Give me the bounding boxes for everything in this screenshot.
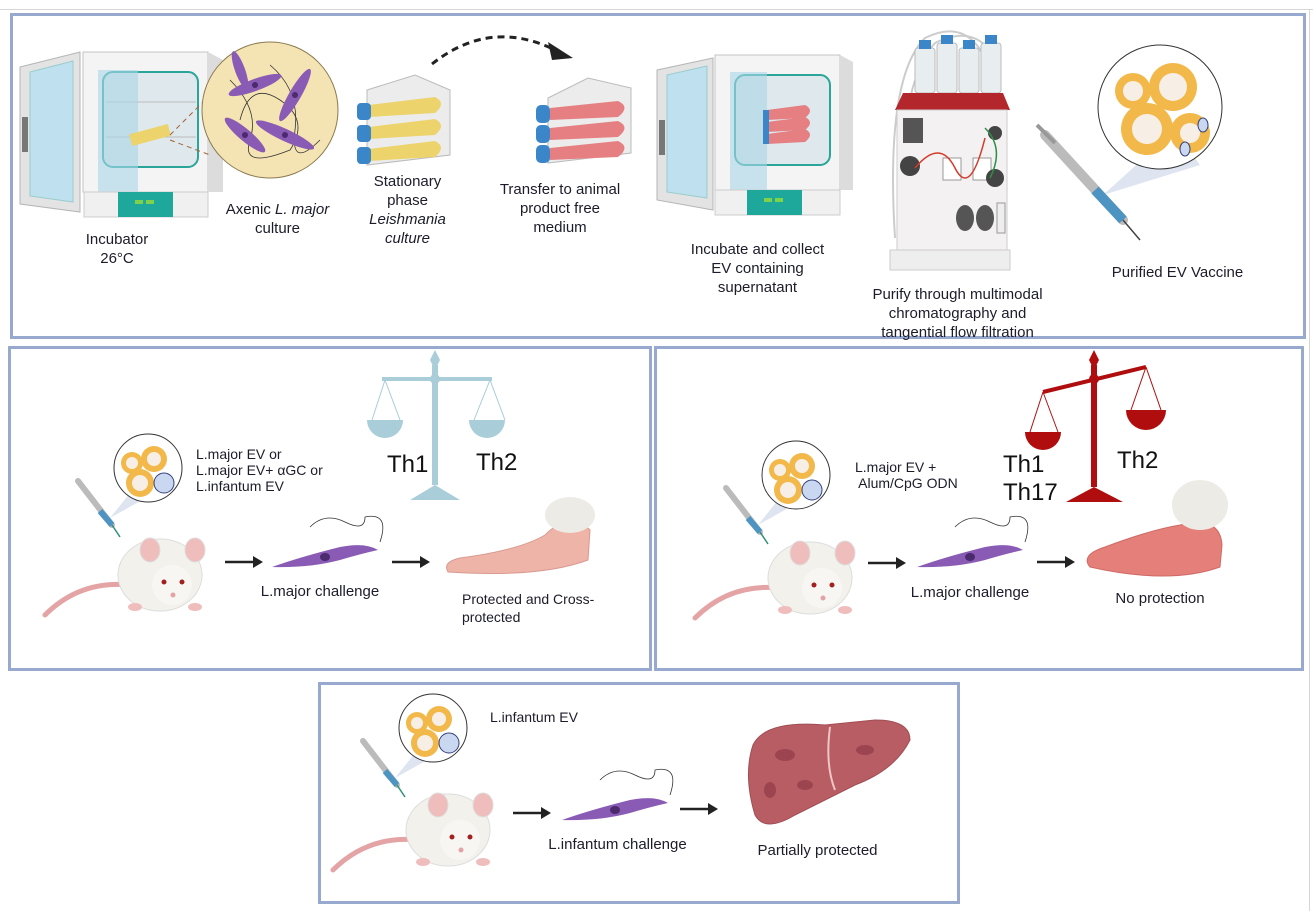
mouse-icon xyxy=(692,540,856,621)
swollen-paw-icon xyxy=(1086,480,1228,577)
th2-label: Th2 xyxy=(1117,447,1159,474)
left-challenge-label: L.major challenge xyxy=(260,583,380,600)
right-challenge-label: L.major challenge xyxy=(910,584,1030,601)
vaccine-label: Purified EV Vaccine xyxy=(1111,264,1244,281)
mouse-icon xyxy=(330,792,494,873)
th1-label: Th1 xyxy=(387,451,429,478)
right-outcome-label: No protection xyxy=(1115,590,1205,607)
stationary-flasks-icon xyxy=(357,74,451,166)
lmajor-culture-magnified-icon xyxy=(169,41,339,179)
incubator-with-flasks-icon xyxy=(656,54,853,216)
top-divider xyxy=(0,9,1313,10)
lmajor-ev-panel xyxy=(8,346,652,671)
parasite-icon xyxy=(917,515,1029,568)
arrow-right-icon xyxy=(868,557,906,569)
red-flasks-icon xyxy=(536,77,632,164)
right-vaccine-label: L.major EV + Alum/CpG ODN xyxy=(855,459,958,491)
incubator-icon xyxy=(19,51,223,218)
ev-vaccine-syringe-icon xyxy=(1035,44,1223,241)
right-divider xyxy=(1309,9,1310,911)
bottom-challenge-label: L.infantum challenge xyxy=(548,836,687,853)
arrow-right-icon xyxy=(1037,556,1075,568)
healthy-paw-icon xyxy=(446,497,595,574)
liver-icon xyxy=(747,719,911,825)
th2-label: Th2 xyxy=(476,449,518,476)
parasite-icon xyxy=(562,768,674,821)
bottom-outcome-label: Partially protected xyxy=(757,842,878,859)
chromatography-system-icon xyxy=(889,30,1011,271)
left-outcome-label: Protected and Cross-protected xyxy=(462,591,595,625)
balanced-scale-icon xyxy=(367,350,506,500)
arrow-right-icon xyxy=(513,807,551,819)
syringe-ev-icon xyxy=(75,433,183,538)
tilted-scale-icon xyxy=(1025,350,1166,502)
syringe-ev-icon xyxy=(360,693,468,798)
transfer-arrow-icon xyxy=(431,35,573,66)
arrow-right-icon xyxy=(680,803,718,815)
mouse-icon xyxy=(42,537,206,618)
bottom-vaccine-label: L.infantum EV xyxy=(490,709,578,725)
syringe-ev-icon xyxy=(723,440,831,545)
th1-label: Th1 xyxy=(1003,451,1045,478)
th17-label: Th17 xyxy=(1003,479,1058,506)
arrow-right-icon xyxy=(392,556,430,568)
arrow-right-icon xyxy=(225,556,263,568)
parasite-icon xyxy=(272,515,384,568)
